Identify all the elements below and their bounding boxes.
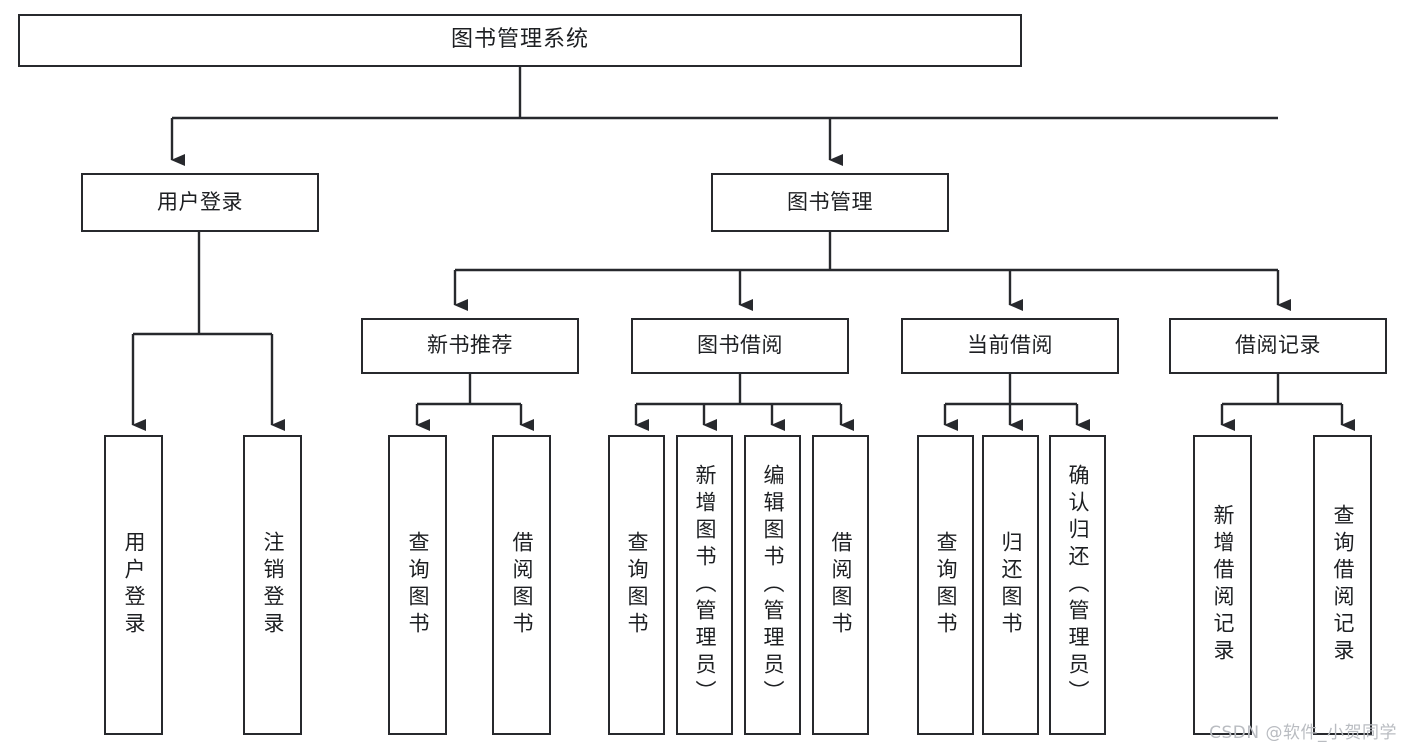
node-current-borrow[interactable]: 当前借阅: [901, 318, 1119, 374]
node-user-login[interactable]: 用户登录: [81, 173, 319, 232]
leaf-edit-book-admin[interactable]: 编辑图书（管理员）: [744, 435, 801, 735]
node-label: 借阅图书: [510, 531, 534, 639]
node-label: 查询图书: [934, 531, 958, 639]
node-label: 注销登录: [261, 531, 285, 639]
node-borrow-record[interactable]: 借阅记录: [1169, 318, 1387, 374]
leaf-return-book[interactable]: 归还图书: [982, 435, 1039, 735]
node-new-book-recommend[interactable]: 新书推荐: [361, 318, 579, 374]
leaf-query-borrow-record[interactable]: 查询借阅记录: [1313, 435, 1372, 735]
node-label: 新书推荐: [427, 333, 513, 358]
leaf-add-borrow-record[interactable]: 新增借阅记录: [1193, 435, 1252, 735]
node-label: 用户登录: [122, 531, 146, 639]
leaf-query-book-3[interactable]: 查询图书: [917, 435, 974, 735]
node-label: 图书借阅: [697, 333, 783, 358]
node-label: 借阅图书: [829, 531, 853, 639]
watermark-text: CSDN @软件_小贺同学: [1209, 723, 1397, 743]
node-book-borrow[interactable]: 图书借阅: [631, 318, 849, 374]
node-book-management[interactable]: 图书管理: [711, 173, 949, 232]
leaf-query-book-1[interactable]: 查询图书: [388, 435, 447, 735]
leaf-query-book-2[interactable]: 查询图书: [608, 435, 665, 735]
node-label: 查询借阅记录: [1331, 504, 1355, 666]
node-label: 查询图书: [406, 531, 430, 639]
node-root-system[interactable]: 图书管理系统: [18, 14, 1022, 67]
node-label: 新增图书（管理员）: [693, 463, 717, 707]
node-label: 新增借阅记录: [1211, 504, 1235, 666]
node-label: 查询图书: [625, 531, 649, 639]
leaf-borrow-book-1[interactable]: 借阅图书: [492, 435, 551, 735]
leaf-add-book-admin[interactable]: 新增图书（管理员）: [676, 435, 733, 735]
node-label: 图书管理系统: [450, 27, 589, 53]
node-label: 归还图书: [999, 531, 1023, 639]
node-label: 借阅记录: [1235, 333, 1321, 358]
leaf-confirm-return-admin[interactable]: 确认归还（管理员）: [1049, 435, 1106, 735]
node-label: 确认归还（管理员）: [1066, 463, 1090, 707]
node-label: 当前借阅: [967, 333, 1053, 358]
leaf-borrow-book-2[interactable]: 借阅图书: [812, 435, 869, 735]
node-label: 编辑图书（管理员）: [761, 463, 785, 707]
leaf-user-login[interactable]: 用户登录: [104, 435, 163, 735]
node-label: 图书管理: [787, 189, 873, 214]
leaf-logout[interactable]: 注销登录: [243, 435, 302, 735]
node-label: 用户登录: [157, 189, 243, 214]
